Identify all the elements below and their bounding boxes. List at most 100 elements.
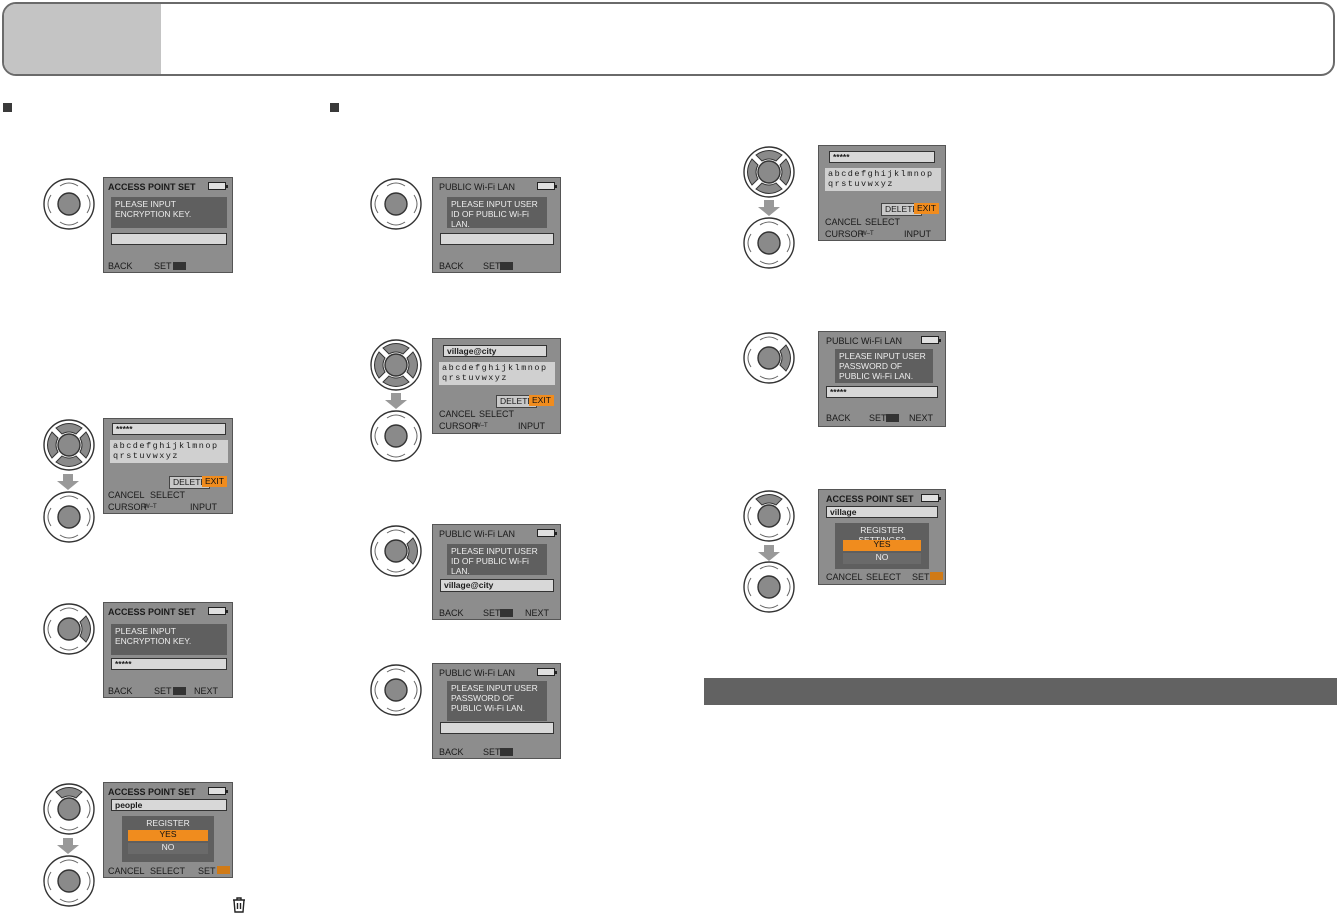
screen-title: PUBLIC Wi-Fi LAN <box>439 668 516 678</box>
set-button-icon <box>500 609 513 617</box>
dpad-all-icon <box>742 145 796 199</box>
trash-icon <box>233 897 245 913</box>
battery-icon <box>208 182 228 190</box>
down-arrow-icon <box>57 838 79 854</box>
cancel-label: CANCEL <box>108 866 145 876</box>
cancel-label: CANCEL <box>826 572 863 582</box>
down-arrow-icon <box>57 474 79 490</box>
screen-message: PLEASE INPUT USER PASSWORD OF PUBLIC Wi-… <box>835 349 933 383</box>
input-field[interactable] <box>440 233 554 245</box>
battery-icon <box>921 494 941 502</box>
input-field[interactable] <box>111 233 227 245</box>
next-label: NEXT <box>194 686 219 696</box>
cancel-label: CANCEL <box>108 490 145 500</box>
back-label: BACK <box>108 261 133 271</box>
set-button-icon <box>217 866 230 874</box>
dpad-all-icon <box>369 338 423 392</box>
text-entry-field[interactable]: village@city <box>443 345 547 357</box>
exit-button[interactable]: EXIT <box>202 476 227 487</box>
set-button-icon <box>930 572 943 580</box>
exit-button[interactable]: EXIT <box>529 395 554 406</box>
screen-title: ACCESS POINT SET <box>108 182 196 192</box>
dpad-center-icon <box>742 560 796 614</box>
dpad-center-icon <box>742 216 796 270</box>
no-option[interactable]: NO <box>128 843 208 854</box>
yes-option[interactable]: YES <box>128 830 208 841</box>
screen-title: ACCESS POINT SET <box>108 607 196 617</box>
camera-screen-password-filled: PUBLIC Wi-Fi LAN PLEASE INPUT USER PASSW… <box>818 331 946 427</box>
next-label: NEXT <box>525 608 550 618</box>
battery-icon <box>921 336 941 344</box>
dpad-center-icon <box>42 490 96 544</box>
camera-screen-encryption-key-filled: ACCESS POINT SET PLEASE INPUT ENCRYPTION… <box>103 602 233 698</box>
exit-button[interactable]: EXIT <box>914 203 939 214</box>
back-label: BACK <box>826 413 851 423</box>
set-label: SET <box>198 866 216 876</box>
input-field[interactable] <box>440 722 554 734</box>
zoom-lever-label: W–T <box>144 504 157 510</box>
set-button-icon <box>173 687 186 695</box>
select-label: SELECT <box>150 866 186 876</box>
set-button-icon <box>886 414 899 422</box>
zoom-lever-label: W–T <box>861 231 874 237</box>
section-heading-bar <box>704 678 1337 705</box>
screen-message: PLEASE INPUT ENCRYPTION KEY. <box>111 197 227 228</box>
set-label: SET <box>869 413 887 423</box>
screen-title: PUBLIC Wi-Fi LAN <box>439 182 516 192</box>
text-entry-field[interactable]: ***** <box>112 423 226 435</box>
input-label: INPUT <box>904 229 931 239</box>
dpad-center-icon <box>369 663 423 717</box>
delete-button[interactable]: DELETE <box>496 395 538 408</box>
screen-title: PUBLIC Wi-Fi LAN <box>439 529 516 539</box>
yes-option[interactable]: YES <box>843 540 921 551</box>
screen-title: ACCESS POINT SET <box>826 494 914 504</box>
camera-screen-register: ACCESS POINT SET village REGISTER SETTIN… <box>818 489 946 585</box>
dpad-right-icon <box>369 524 423 578</box>
cursor-label: CURSOR <box>825 229 865 239</box>
input-label: INPUT <box>190 502 217 512</box>
input-field[interactable]: village@city <box>440 579 554 592</box>
set-label: SET <box>483 747 501 757</box>
input-field[interactable]: ***** <box>111 658 227 670</box>
dpad-center-icon <box>42 854 96 908</box>
screen-title: ACCESS POINT SET <box>108 787 196 797</box>
dpad-all-icon <box>42 418 96 472</box>
screen-message: PLEASE INPUT USER ID OF PUBLIC Wi-Fi LAN… <box>447 544 547 576</box>
select-label: SELECT <box>866 572 902 582</box>
down-arrow-icon <box>385 393 407 409</box>
set-button-icon <box>173 262 186 270</box>
no-option[interactable]: NO <box>843 553 921 564</box>
dpad-center-icon <box>369 409 423 463</box>
cancel-label: CANCEL <box>439 409 476 419</box>
screen-title: PUBLIC Wi-Fi LAN <box>826 336 903 346</box>
input-field[interactable]: ***** <box>826 386 938 398</box>
camera-screen-user-id-filled: PUBLIC Wi-Fi LAN PLEASE INPUT USER ID OF… <box>432 524 561 620</box>
down-arrow-icon <box>758 545 780 561</box>
set-label: SET <box>154 261 172 271</box>
set-label: SET <box>483 608 501 618</box>
camera-screen-encryption-key: ACCESS POINT SET PLEASE INPUT ENCRYPTION… <box>103 177 233 273</box>
select-label: SELECT <box>150 490 186 500</box>
back-label: BACK <box>439 261 464 271</box>
dpad-center-icon <box>369 177 423 231</box>
camera-screen-register: ACCESS POINT SET people REGISTER SETTING… <box>103 782 233 878</box>
set-label: SET <box>912 572 930 582</box>
battery-icon <box>208 787 228 795</box>
input-label: INPUT <box>518 421 545 431</box>
down-arrow-icon <box>758 200 780 216</box>
set-button-icon <box>500 262 513 270</box>
battery-icon <box>537 182 557 190</box>
dpad-center-icon <box>42 177 96 231</box>
battery-icon <box>208 607 228 615</box>
cancel-label: CANCEL <box>825 217 862 227</box>
screen-message: PLEASE INPUT ENCRYPTION KEY. <box>111 624 227 655</box>
back-label: BACK <box>108 686 133 696</box>
header-tab <box>4 4 161 74</box>
text-entry-field[interactable]: ***** <box>829 151 935 163</box>
